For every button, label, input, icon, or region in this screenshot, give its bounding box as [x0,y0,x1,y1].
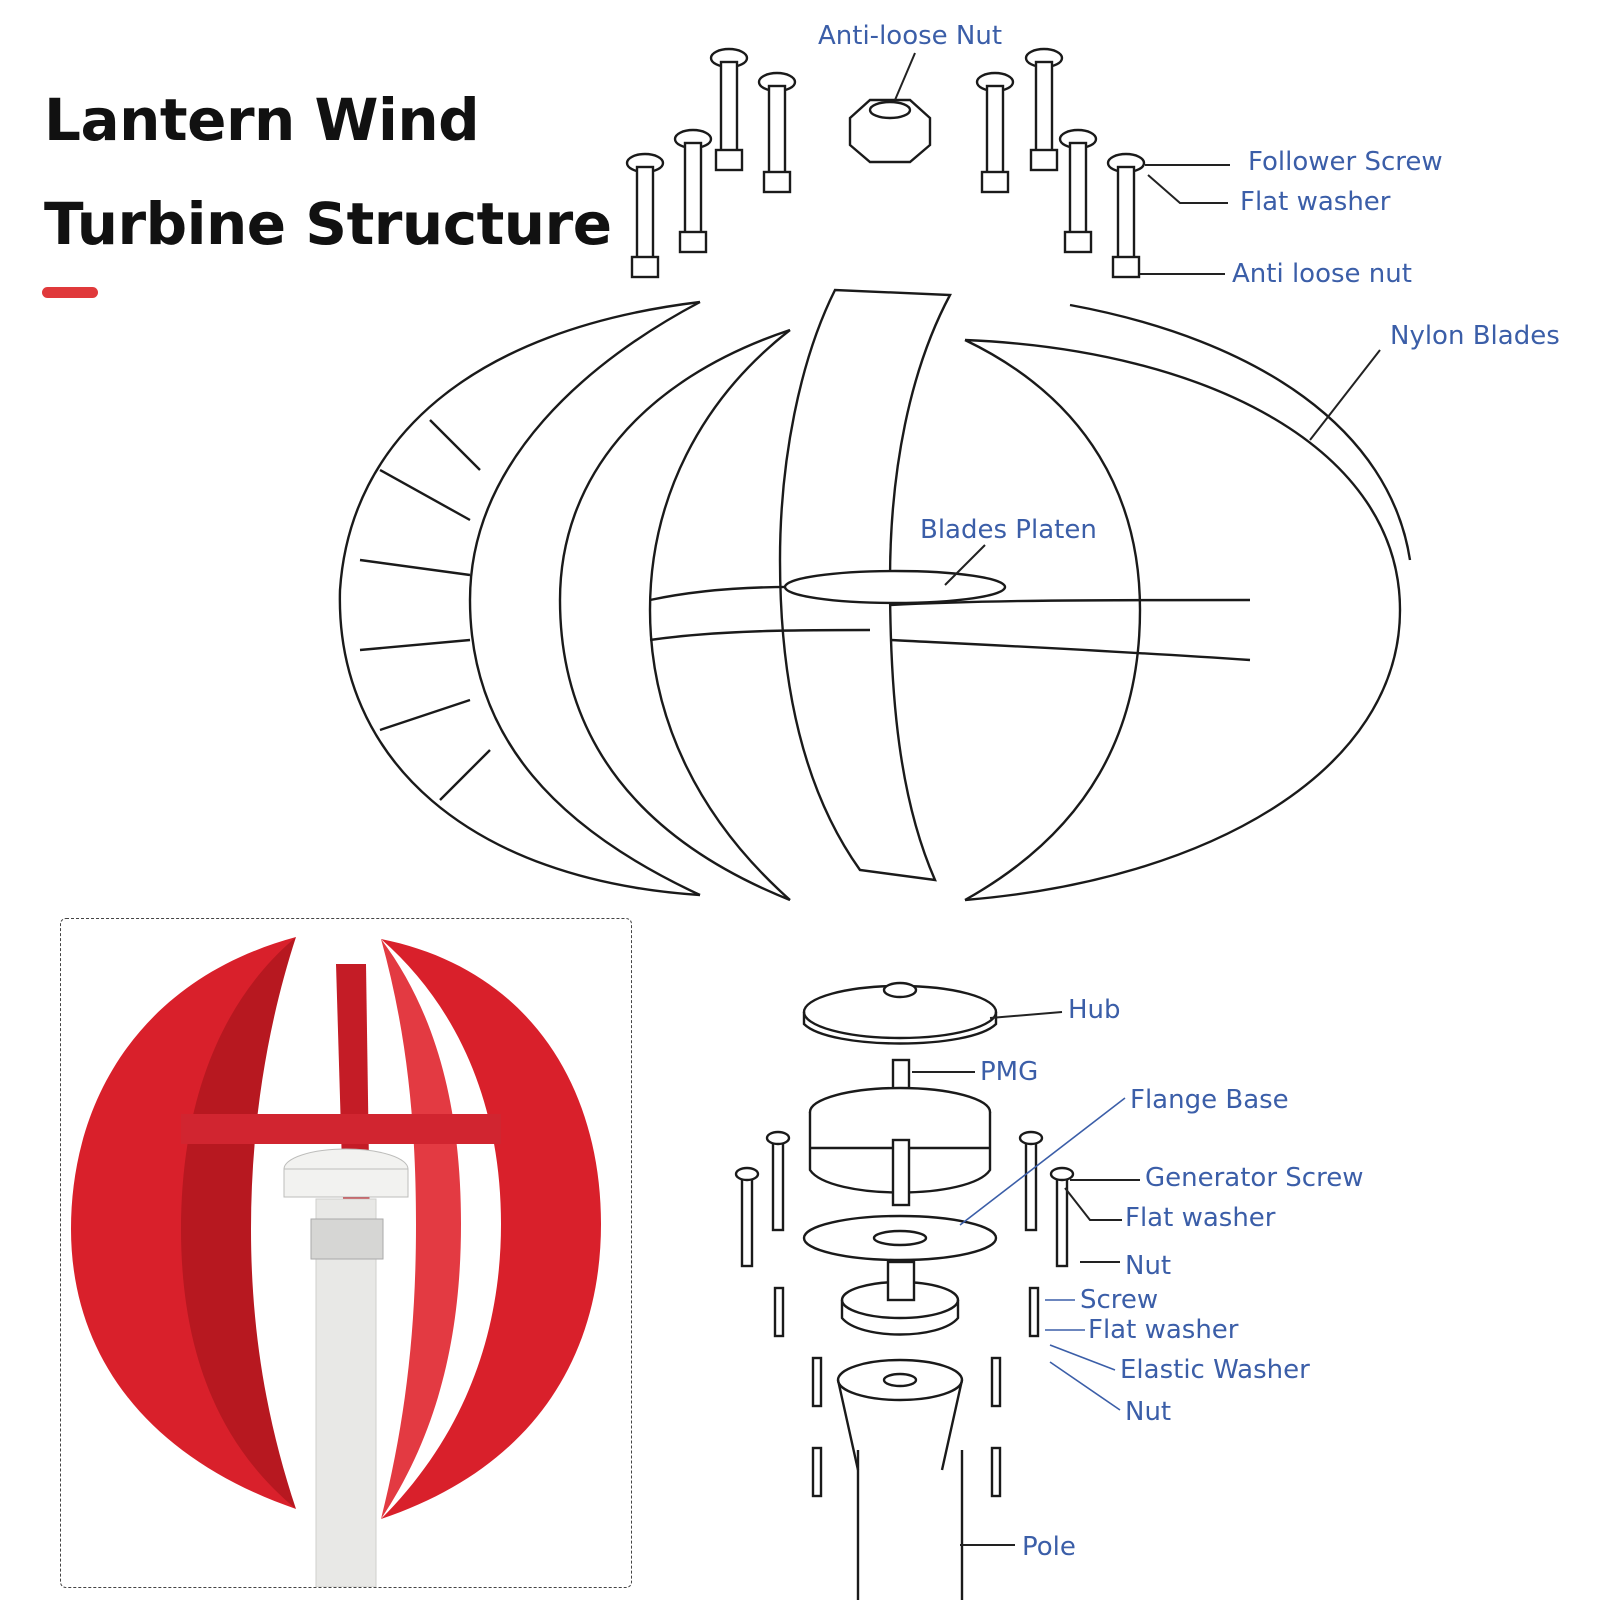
label-flange-base: Flange Base [1130,1085,1289,1115]
label-anti-loose-nut: Anti-loose Nut [818,21,1002,51]
label-pole: Pole [1022,1532,1076,1562]
title-accent-bar [42,287,98,298]
label-generator-screw: Generator Screw [1145,1163,1363,1193]
part-labels: Anti-loose Nut Follower Screw Flat washe… [818,21,1560,1562]
label-blades-platen: Blades Platen [920,515,1097,545]
label-nut-low: Nut [1125,1397,1171,1427]
diagram-title: Lantern Wind Turbine Structure [44,68,612,276]
label-screw: Screw [1080,1285,1158,1315]
product-photo-panel [60,918,632,1588]
title-line-2: Turbine Structure [44,190,612,258]
label-anti-loose-nut-side: Anti loose nut [1232,259,1412,289]
blade-assembly [338,288,1412,902]
label-nylon-blades: Nylon Blades [1390,321,1560,351]
label-nut-mid: Nut [1125,1251,1171,1281]
title-line-1: Lantern Wind [44,86,480,154]
label-follower-screw: Follower Screw [1248,147,1443,177]
top-bolts [625,47,1146,279]
label-pmg: PMG [980,1057,1038,1087]
lower-assembly [734,981,1075,1600]
label-flat-washer-low: Flat washer [1088,1315,1239,1345]
label-flat-washer-mid: Flat washer [1125,1203,1276,1233]
label-hub: Hub [1068,995,1121,1025]
red-turbine-illustration [71,937,601,1588]
label-flat-washer-top: Flat washer [1240,187,1391,217]
label-elastic-washer: Elastic Washer [1120,1355,1310,1385]
leader-lines [894,52,1381,1546]
